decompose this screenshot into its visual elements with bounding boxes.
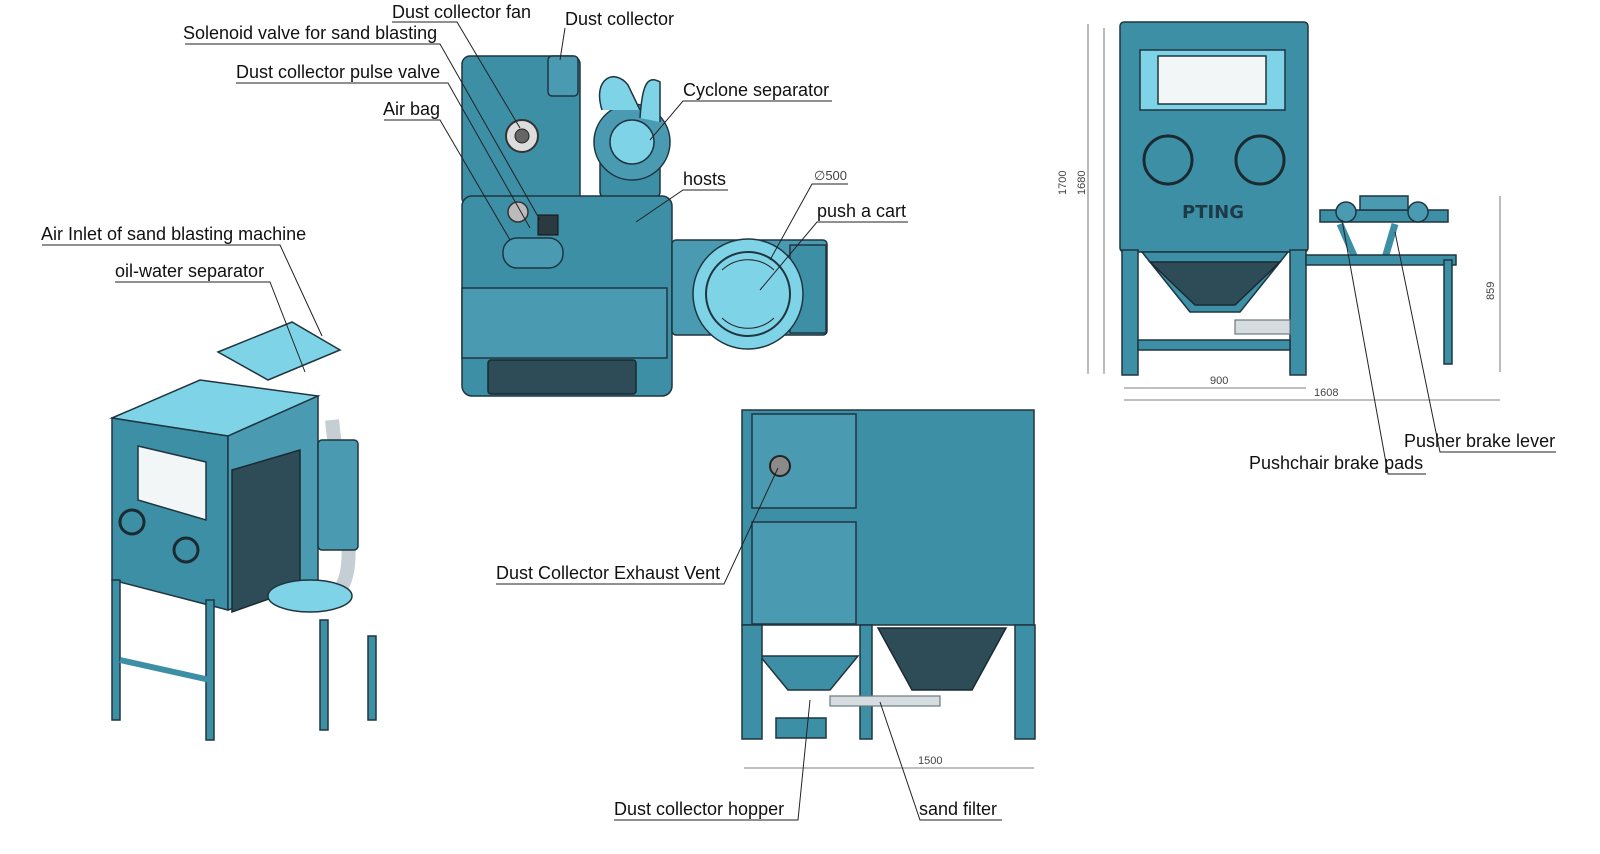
air-bag — [502, 237, 564, 269]
brake-wheel-left — [1335, 201, 1357, 223]
label-dust-collector: Dust collector — [565, 9, 674, 29]
iso-leg-3 — [319, 619, 329, 731]
side-lower-panel — [751, 521, 857, 625]
label-pusher-brake-lever: Pusher brake lever — [1404, 431, 1555, 451]
iso-view — [109, 321, 377, 741]
side-leg-right — [1014, 624, 1036, 740]
iso-turntable — [267, 579, 353, 613]
glove-port-left — [1142, 134, 1194, 186]
label-oil-water-separator: oil-water separator — [115, 261, 264, 281]
cyclone-pipe-2 — [639, 79, 661, 122]
leader-fan — [392, 21, 521, 129]
dust-collector-top — [547, 55, 579, 97]
label-hosts: hosts — [683, 169, 726, 189]
cart-leg — [1443, 259, 1453, 365]
leader-cyclone — [649, 100, 832, 141]
side-leg-mid — [859, 624, 873, 740]
iso-brace — [119, 657, 211, 683]
dim-1700: 1700 — [1057, 171, 1069, 195]
leader-sand-filter — [879, 701, 1002, 821]
iso-collector-top — [216, 321, 342, 381]
hopper-box — [775, 717, 827, 739]
label-brake-pads: Pushchair brake pads — [1249, 453, 1423, 473]
front-pipe — [1234, 319, 1291, 335]
top-view — [461, 55, 828, 397]
label-texts: Dust collector fan Dust collector Soleno… — [41, 2, 1555, 819]
leader-hosts — [635, 189, 728, 223]
solenoid-valve — [537, 214, 559, 236]
leader-brake-pads — [1341, 219, 1426, 475]
gauge-icon — [507, 201, 529, 223]
dim-1680: 1680 — [1076, 171, 1088, 195]
cabinet-window — [487, 359, 637, 395]
leader-oil-water — [115, 281, 306, 373]
leader-brake-lever — [1394, 231, 1556, 453]
iso-window — [137, 445, 207, 522]
side-hopper-left — [758, 655, 860, 691]
iso-glove-right — [172, 536, 200, 564]
turntable — [692, 238, 804, 350]
cyclone-inlet — [609, 119, 655, 165]
label-air-inlet: Air Inlet of sand blasting machine — [41, 224, 306, 244]
side-leg-left — [741, 624, 763, 740]
leader-solenoid — [185, 43, 541, 221]
label-solenoid-valve: Solenoid valve for sand blasting — [183, 23, 437, 43]
turntable-slot-2 — [721, 317, 775, 329]
leader-dust-collector — [559, 27, 566, 61]
label-push-a-cart: push a cart — [817, 201, 906, 221]
label-sand-filter: sand filter — [919, 799, 997, 819]
iso-cyclone — [317, 439, 359, 551]
front-view: PTING 1700 1680 900 1608 859 — [1057, 21, 1501, 401]
label-air-bag: Air bag — [383, 99, 440, 119]
turntable-slot — [721, 259, 775, 271]
label-dust-hopper: Dust collector hopper — [614, 799, 784, 819]
leader-hopper — [614, 699, 811, 821]
iso-leg-1 — [111, 579, 121, 721]
front-hopper-inner — [1148, 261, 1282, 306]
cart-turntable — [1359, 195, 1409, 211]
brake-wheel-right — [1407, 201, 1429, 223]
iso-glove-left — [118, 508, 146, 536]
cart-base — [1305, 254, 1457, 266]
sand-filter-pipe — [829, 695, 941, 707]
leaders — [42, 21, 1556, 821]
brake-lever-right — [1381, 223, 1399, 259]
dim-1500: 1500 — [918, 755, 942, 767]
exhaust-vent-icon — [769, 455, 791, 477]
front-leg-left — [1121, 249, 1139, 376]
dim-diameter: ∅500 — [814, 168, 847, 183]
leader-exhaust — [496, 467, 779, 585]
label-exhaust-vent: Dust Collector Exhaust Vent — [496, 563, 720, 583]
dim-859: 859 — [1485, 282, 1497, 300]
front-leg-right — [1289, 249, 1307, 376]
dim-1608: 1608 — [1314, 387, 1338, 399]
fan-hub-icon — [514, 128, 530, 144]
side-view: 1500 — [741, 409, 1036, 769]
side-hopper-right — [876, 627, 1008, 691]
front-window — [1157, 55, 1267, 105]
leader-air-bag — [384, 119, 511, 241]
side-upper-panel — [751, 413, 857, 509]
leader-pulse-valve — [236, 82, 531, 229]
brake-lever-left — [1336, 222, 1359, 260]
leader-air-inlet — [42, 244, 323, 337]
brand-logo: PTING — [1182, 202, 1244, 223]
turntable-ring — [705, 251, 791, 337]
label-cyclone-separator: Cyclone separator — [683, 80, 829, 100]
iso-leg-2 — [205, 599, 215, 741]
cyclone-pipe — [599, 76, 641, 111]
dim-900: 900 — [1210, 375, 1228, 387]
iso-front — [111, 417, 229, 611]
front-crossbar — [1137, 339, 1291, 351]
leader-diameter — [769, 183, 848, 261]
cabinet-front — [461, 287, 668, 359]
label-dust-collector-fan: Dust collector fan — [392, 2, 531, 22]
leader-cart — [759, 221, 908, 291]
glove-port-right — [1234, 134, 1286, 186]
label-pulse-valve: Dust collector pulse valve — [236, 62, 440, 82]
iso-leg-4 — [367, 635, 377, 721]
